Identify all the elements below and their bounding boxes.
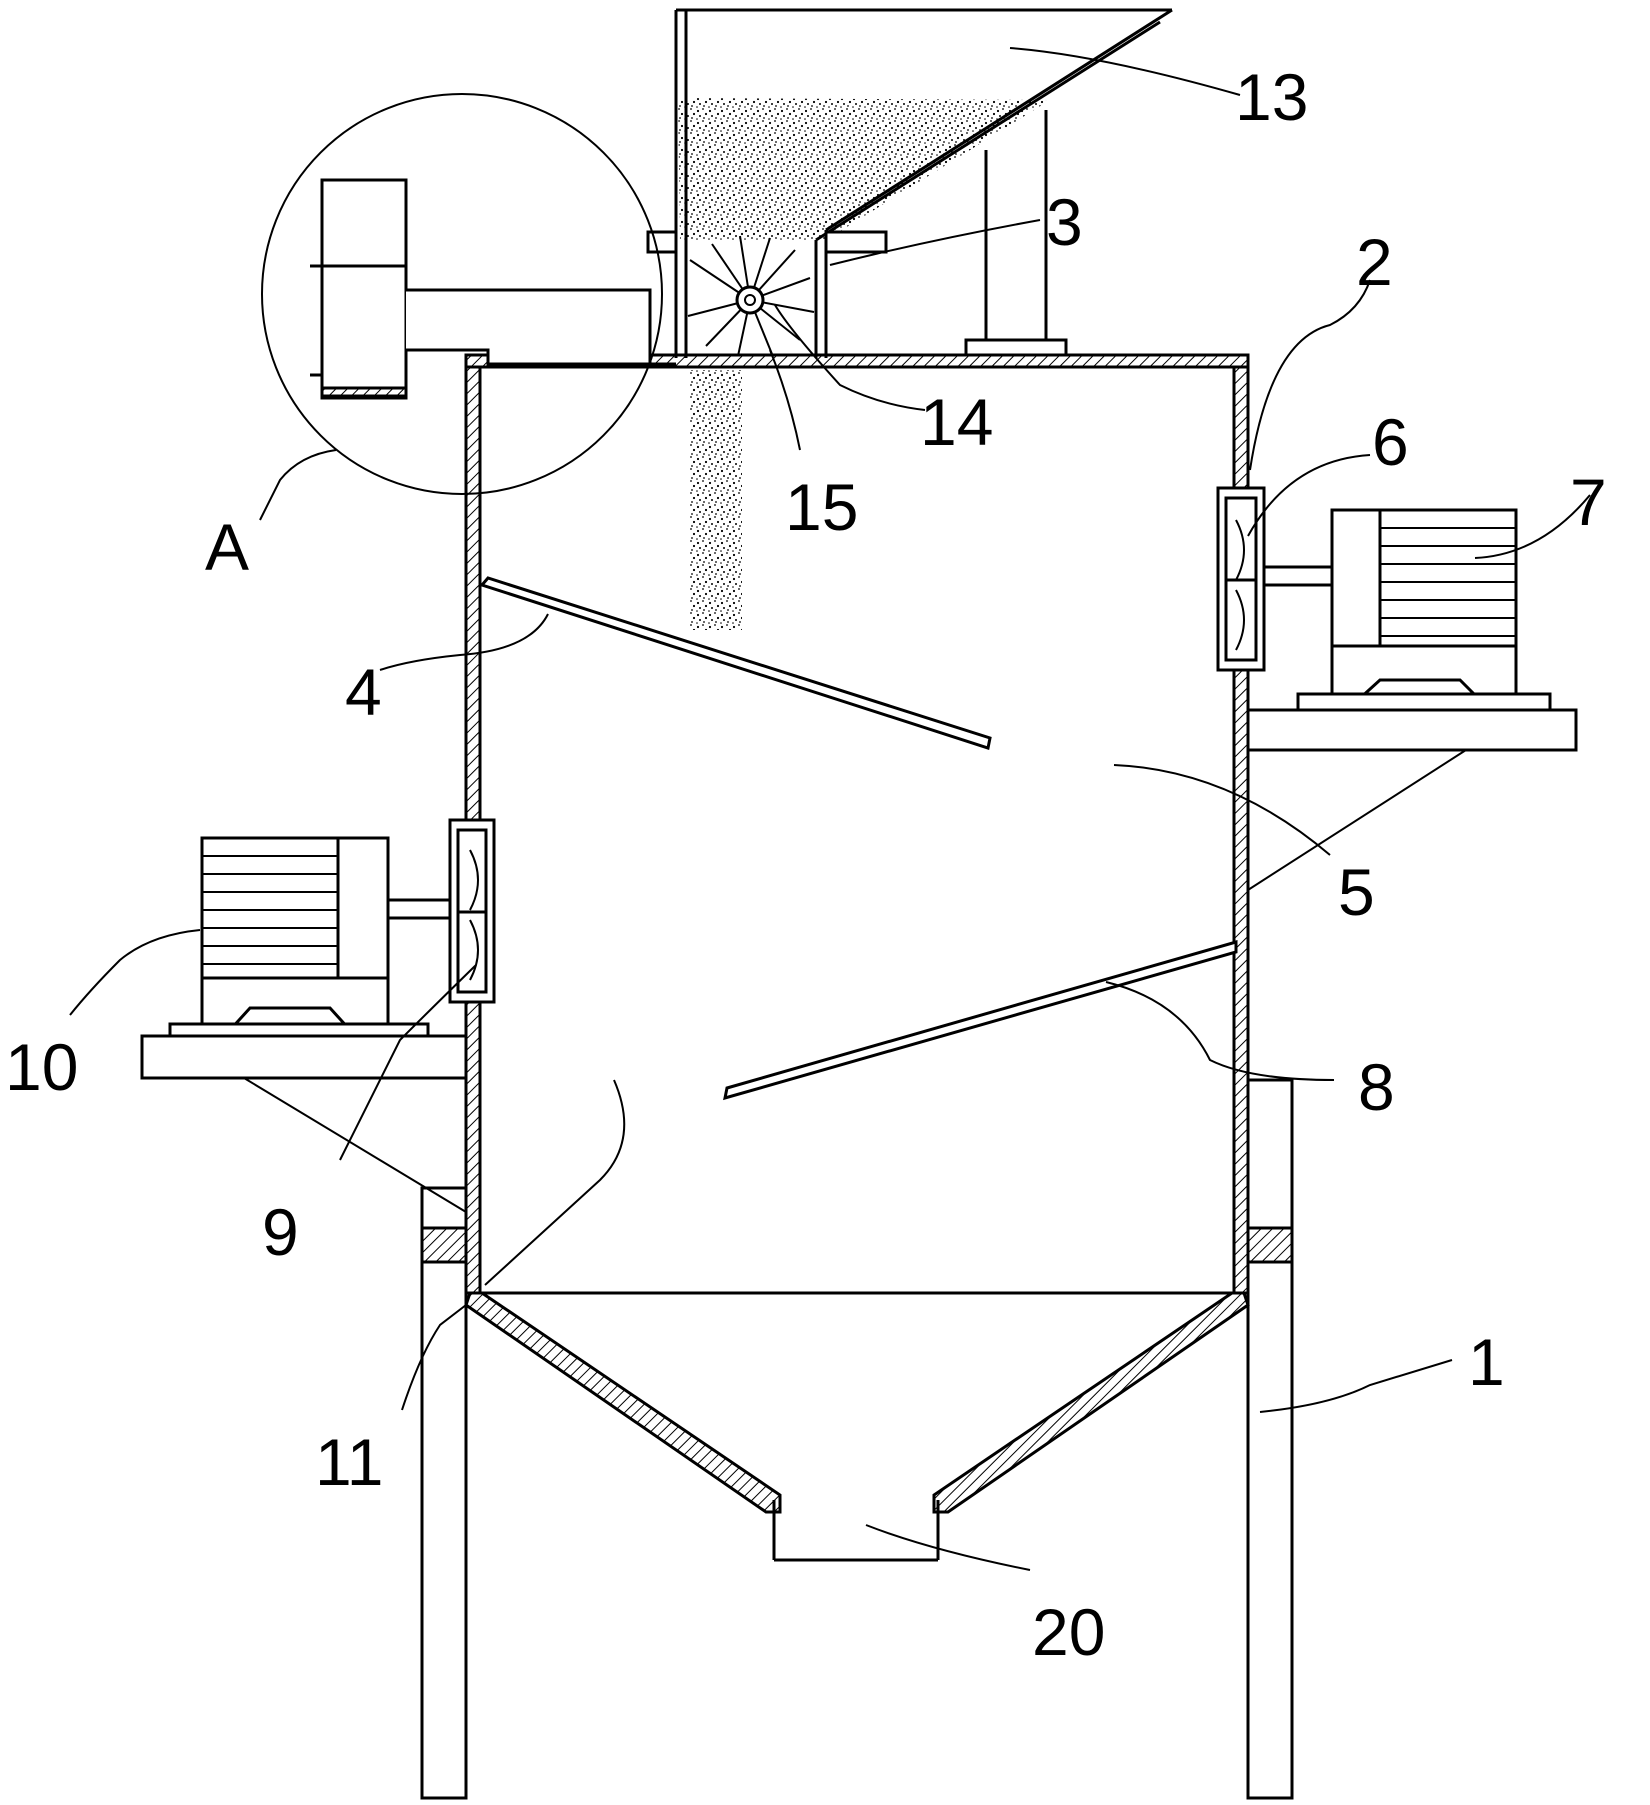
label-13: 13 xyxy=(1235,60,1308,134)
label-1: 1 xyxy=(1468,1325,1505,1399)
left-fan xyxy=(450,820,494,1002)
label-10: 10 xyxy=(5,1030,78,1104)
lower-sieve-plate xyxy=(725,942,1236,1098)
cone-bottom xyxy=(466,1293,1248,1560)
label-14: 14 xyxy=(920,385,993,459)
label-5: 5 xyxy=(1338,855,1375,929)
label-3: 3 xyxy=(1046,185,1083,259)
label-7: 7 xyxy=(1570,465,1607,539)
label-20: 20 xyxy=(1032,1595,1105,1669)
label-4: 4 xyxy=(345,655,382,729)
label-15: 15 xyxy=(785,470,858,544)
brush-roller xyxy=(688,236,814,356)
support-legs xyxy=(422,1080,1292,1798)
label-2: 2 xyxy=(1356,225,1393,299)
label-A: A xyxy=(205,510,249,584)
right-fan xyxy=(1218,488,1264,670)
right-motor xyxy=(1248,510,1576,890)
label-9: 9 xyxy=(262,1195,299,1269)
label-11: 11 xyxy=(315,1425,384,1499)
label-8: 8 xyxy=(1358,1050,1395,1124)
left-motor xyxy=(142,838,466,1212)
grain-stream xyxy=(690,370,742,630)
label-6: 6 xyxy=(1372,405,1409,479)
